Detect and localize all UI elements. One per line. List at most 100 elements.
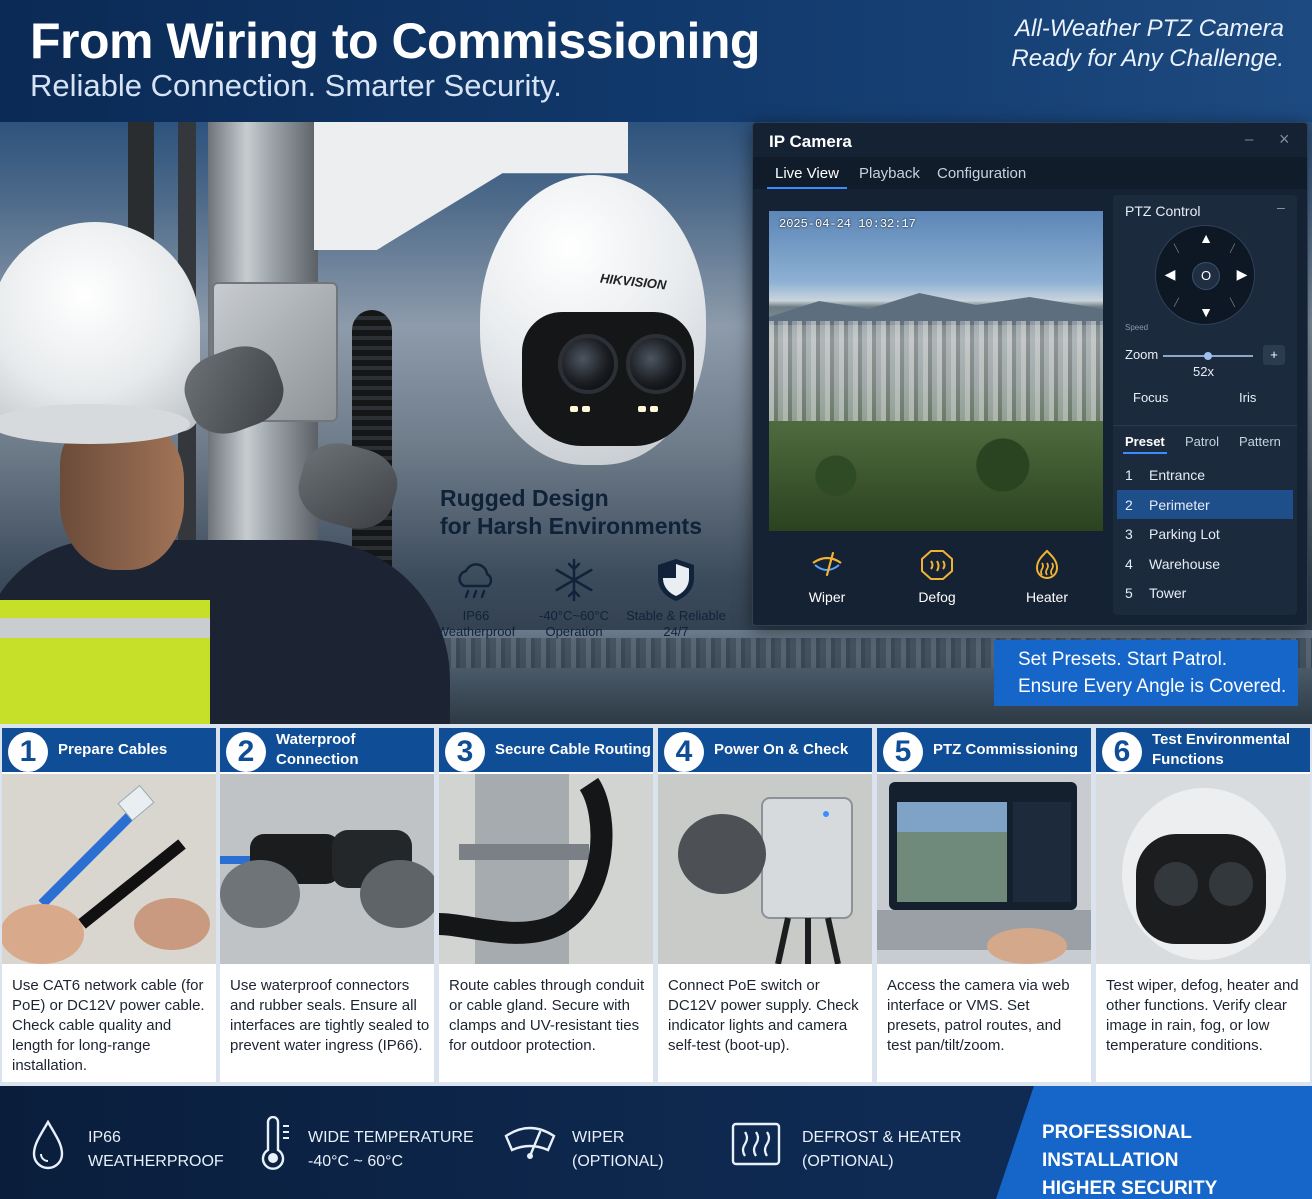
close-icon[interactable]: ×: [1279, 129, 1290, 149]
ptz-control-panel: PTZ Control – ▲ ▼ ◀ ▶ ╲ ╱ ╱ ╲ O Speed Zo…: [1113, 195, 1297, 615]
preset-tab-bar: Preset Patrol Pattern: [1113, 425, 1297, 454]
cable-illustration: [2, 774, 216, 964]
feature-label: Operation: [545, 624, 603, 639]
tab-preset[interactable]: Preset: [1125, 434, 1165, 449]
step-title: Waterproof Connection: [276, 731, 359, 768]
page-subtitle: Reliable Connection. Smarter Security.: [30, 68, 562, 103]
feature-label: Weatherproof: [436, 624, 516, 639]
diagonal-down-right-button[interactable]: ╲: [1230, 298, 1235, 307]
ptz-direction-pad: ▲ ▼ ◀ ▶ ╲ ╱ ╱ ╲ O: [1155, 225, 1255, 325]
tab-live-view[interactable]: Live View: [775, 165, 839, 182]
step-number: 2: [226, 732, 266, 772]
preset-number: 5: [1125, 585, 1133, 602]
step-card-5: 5 PTZ Commissioning Access the camera vi…: [877, 728, 1091, 1082]
focus-control[interactable]: Focus: [1133, 390, 1169, 405]
step-title: Test Environmental Functions: [1152, 731, 1291, 768]
step-number-badge: 5: [879, 728, 923, 772]
step-number-badge: 3: [441, 728, 485, 772]
ir-led: [638, 406, 646, 412]
collapse-icon[interactable]: –: [1277, 199, 1285, 215]
pan-right-button[interactable]: ▶: [1236, 266, 1248, 282]
preset-item[interactable]: 3 Parking Lot: [1117, 519, 1293, 549]
pan-down-button[interactable]: ▼: [1199, 304, 1213, 320]
preset-callout: Set Presets. Start Patrol. Ensure Every …: [994, 640, 1298, 706]
step-card-1: 1 Prepare Cables Use CAT6 network cable …: [2, 728, 216, 1082]
tab-playback[interactable]: Playback: [859, 165, 920, 182]
footer-label: WEATHERPROOF: [88, 1153, 224, 1170]
feature-label: -40°C~60°C: [538, 608, 609, 623]
feature-label: 24/7: [663, 624, 689, 639]
footer-label: -40°C ~ 60°C: [308, 1153, 404, 1170]
step-photo-cables: [2, 774, 216, 964]
worker-face: [60, 420, 184, 570]
wiper-label: Wiper: [808, 589, 846, 605]
speed-label: Speed: [1125, 323, 1149, 332]
wiper-icon: [504, 1126, 556, 1159]
camera-lens-right: [626, 334, 686, 394]
feature-label: Stable & Reliable: [626, 608, 726, 623]
step-description: Use waterproof connectors and rubber sea…: [230, 977, 430, 1054]
preset-item[interactable]: 1 Entrance: [1117, 460, 1293, 490]
step-photo-waterproof: [220, 774, 434, 964]
tab-patrol[interactable]: Patrol: [1185, 434, 1219, 449]
footer-label: WIDE TEMPERATURE: [308, 1129, 474, 1146]
active-preset-tab-indicator: [1123, 452, 1167, 454]
footer-cta-text: PROFESSIONAL INSTALLATION HIGHER SECURIT…: [1042, 1119, 1312, 1199]
diagonal-up-left-button[interactable]: ╲: [1174, 244, 1179, 253]
step-number-badge: 2: [222, 728, 266, 772]
footer-label: IP66: [88, 1129, 121, 1146]
preset-number: 3: [1125, 526, 1133, 543]
iris-control[interactable]: Iris: [1239, 390, 1257, 405]
rugged-design-title: Rugged Design for Harsh Environments: [440, 484, 702, 540]
laptop-illustration: [877, 774, 1091, 964]
hard-hat: [0, 222, 200, 432]
zoom-slider[interactable]: [1163, 352, 1253, 360]
preset-name: Entrance: [1149, 467, 1206, 483]
callout-line-1: Set Presets. Start Patrol.: [1018, 649, 1228, 670]
preset-item-selected[interactable]: 2 Perimeter: [1117, 489, 1293, 520]
defog-button[interactable]: Defog: [897, 547, 977, 605]
step-card-6: 6 Test Environmental Functions Test wipe…: [1096, 728, 1310, 1082]
cloud-rain-icon: [458, 563, 493, 599]
ir-led: [570, 406, 578, 412]
preset-item[interactable]: 4 Warehouse: [1117, 549, 1293, 579]
hard-hat-brim: [0, 404, 190, 444]
preset-name: Parking Lot: [1149, 526, 1220, 543]
step-number: 6: [1102, 732, 1142, 772]
feature-weatherproof: IP66 Weatherproof: [426, 556, 526, 640]
step-card-4: 4 Power On & Check Connect PoE switch or…: [658, 728, 872, 1082]
tab-pattern[interactable]: Pattern: [1239, 434, 1281, 449]
callout-line-2: Ensure Every Angle is Covered.: [1018, 676, 1287, 697]
ptz-center-button[interactable]: O: [1192, 262, 1220, 290]
zoom-in-button[interactable]: +: [1263, 345, 1285, 365]
footer-bar: IP66 WEATHERPROOF WIDE TEMPERATURE -40°C…: [0, 1086, 1312, 1199]
ip-camera-window: IP Camera – × Live View Playback Configu…: [752, 122, 1308, 626]
camera-rain-illustration: [1096, 774, 1310, 964]
live-video-feed[interactable]: [769, 211, 1103, 531]
step-description: Use CAT6 network cable (for PoE) or DC12…: [12, 977, 205, 1074]
footer-label: (OPTIONAL): [572, 1153, 664, 1170]
zoom-slider-handle[interactable]: [1204, 352, 1212, 360]
step-number: 4: [664, 732, 704, 772]
step-photo-environment: [1096, 774, 1310, 964]
pan-up-button[interactable]: ▲: [1199, 230, 1213, 246]
diagonal-up-right-button[interactable]: ╱: [1230, 244, 1235, 253]
video-hills: [769, 293, 1103, 325]
tab-configuration[interactable]: Configuration: [937, 165, 1027, 182]
heater-button[interactable]: Heater: [1007, 547, 1087, 605]
video-timestamp: 2025-04-24 10:32:17: [779, 217, 916, 231]
pan-left-button[interactable]: ◀: [1164, 266, 1176, 282]
step-description: Route cables through conduit or cable gl…: [449, 977, 645, 1054]
camera-lens-housing: [522, 312, 694, 446]
ir-led: [650, 406, 658, 412]
zoom-label: Zoom: [1125, 347, 1159, 362]
diagonal-down-left-button[interactable]: ╱: [1174, 298, 1179, 307]
step-number: 5: [883, 732, 923, 772]
wiper-button[interactable]: Wiper: [787, 547, 867, 605]
preset-item[interactable]: 5 Tower: [1117, 578, 1293, 608]
step-photo-power: [658, 774, 872, 964]
minimize-icon[interactable]: –: [1245, 131, 1254, 148]
video-trees: [769, 421, 1103, 531]
heater-label: Heater: [1025, 589, 1069, 605]
step-title: Power On & Check: [714, 741, 849, 758]
